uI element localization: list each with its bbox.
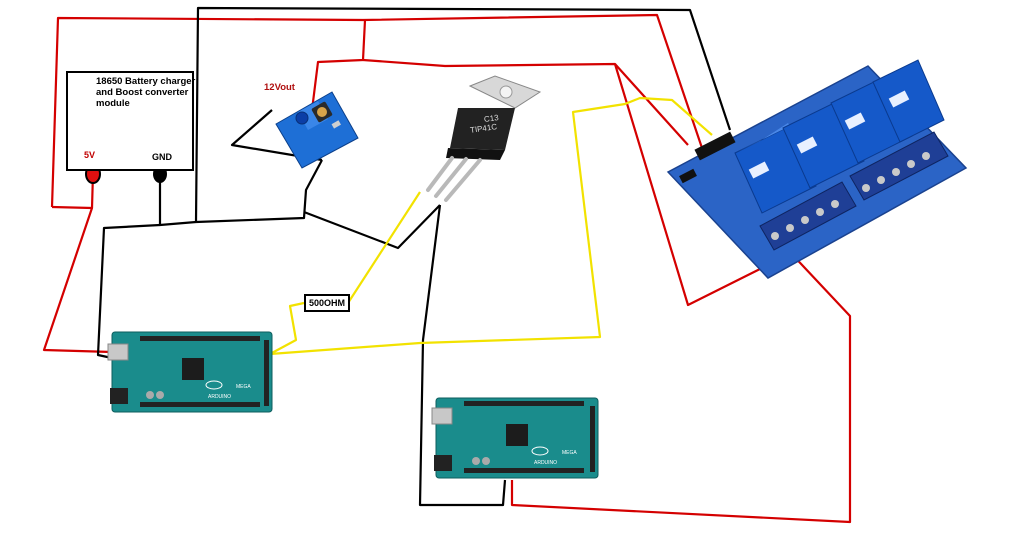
wire-tip-to-arduino2	[418, 204, 507, 507]
wire-gnd-to-boost	[195, 159, 323, 224]
relay-header-pins	[679, 131, 736, 184]
tip-body	[450, 108, 515, 150]
arduino2-logo-mega: MEGA	[562, 450, 577, 456]
wire-relay-to-arduino2	[510, 249, 852, 524]
wire-boost-to-tip	[362, 58, 689, 146]
wire-resistor-to-tip	[347, 191, 421, 304]
arduino-mega-1: MEGA ARDUINO	[107, 331, 273, 413]
wire-relay-bottom-left	[613, 63, 779, 307]
wire-gnd-down	[158, 180, 197, 227]
arduino-mega-2: MEGA ARDUINO	[431, 397, 599, 479]
red-wires	[42, 13, 852, 524]
wire-resistor-to-arduino	[269, 301, 305, 355]
boost-pcb	[275, 91, 359, 169]
relay-module	[666, 59, 968, 279]
wire-gnd-to-arduino	[96, 223, 161, 360]
wire-arduino-to-relay	[269, 96, 713, 356]
wire-5v-to-arduino	[42, 207, 113, 354]
relay-terminals	[759, 131, 949, 251]
boost-converter	[275, 91, 359, 169]
boost-12v-label: 12Vout	[264, 82, 295, 93]
wire-boost-black	[230, 109, 323, 162]
relay-blocks	[734, 59, 945, 214]
arduino1-logo-mega: MEGA	[236, 384, 251, 390]
wire-top-black	[194, 6, 732, 223]
battery-module-box	[66, 71, 194, 171]
wire-tip-black	[303, 204, 441, 250]
arduino1-logo-brand: ARDUINO	[208, 394, 231, 400]
wire-top-red	[50, 13, 704, 208]
battery-gnd-label: GND	[152, 152, 172, 162]
wire-boost-red	[310, 19, 367, 111]
battery-5v-label: 5V	[84, 150, 96, 160]
yellow-wires	[269, 96, 713, 356]
resistor: 500OHM	[304, 294, 350, 312]
battery-module-title: 18650 Battery charger and Boost converte…	[96, 76, 196, 109]
arduino2-logo-brand: ARDUINO	[534, 460, 557, 466]
transistor-tip41c	[426, 75, 542, 202]
black-wires	[96, 6, 732, 507]
